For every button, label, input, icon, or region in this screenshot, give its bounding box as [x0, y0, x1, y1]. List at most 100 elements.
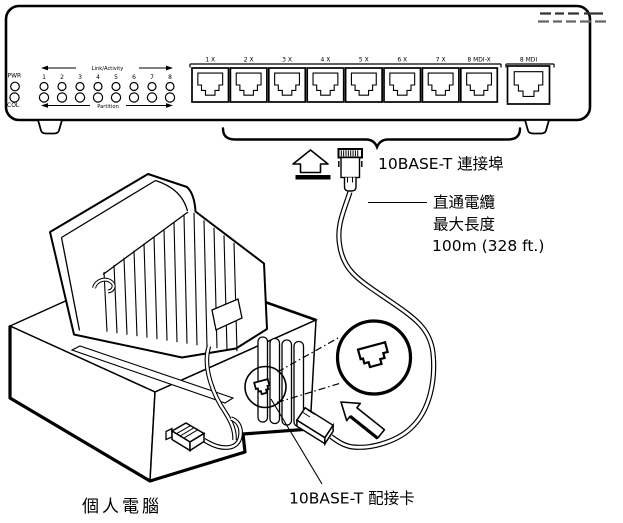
vent-rib: [133, 250, 138, 337]
link-activity-led: [129, 81, 139, 92]
monitor: [49, 173, 268, 359]
vent-rib: [183, 215, 188, 344]
partition-led: [38, 92, 50, 103]
case-top-strip: [70, 345, 235, 404]
partition-led: [128, 92, 140, 103]
partition-led: [56, 92, 68, 103]
link-activity-led: [165, 81, 175, 92]
port-jack-opening: [197, 72, 224, 96]
led-number: 4: [96, 74, 100, 81]
insert-up-arrow-icon: [292, 149, 331, 180]
vent-rib: [163, 229, 168, 341]
led-number: 7: [150, 74, 154, 81]
rj45-port: 7 X: [421, 57, 460, 103]
vent-rib: [223, 235, 228, 350]
rj45-port: 8 MDI-X: [459, 57, 499, 103]
led-number: 6: [132, 74, 136, 81]
link-activity-led: [147, 81, 157, 92]
monitor-hook-cable: [92, 277, 116, 294]
rj45-plug-bottom: [295, 406, 335, 447]
port-jack-opening: [466, 72, 493, 96]
vent-rib: [193, 212, 198, 346]
power-plug: [165, 416, 243, 452]
adapter-leader-line: [270, 398, 323, 485]
vent-rib: [143, 243, 148, 338]
port-label: 1 X: [205, 57, 215, 64]
vent-rib: [203, 220, 208, 347]
port-label: 6 X: [397, 57, 407, 64]
rj45-port: 3 X: [267, 57, 307, 103]
led-number: 1: [42, 74, 46, 81]
col-led: [9, 92, 20, 103]
partition-led: [110, 92, 122, 103]
rj45-jack-icon: [356, 340, 389, 369]
pwr-led-label: PWR: [8, 73, 22, 80]
plug-pins: [340, 150, 359, 157]
monitor-vent-ribs: [103, 212, 238, 352]
rj45-connector-top: [337, 148, 363, 192]
hub-chassis: [4, 4, 592, 122]
cable-annotation-line2: 最大長度: [433, 216, 495, 234]
magnifier-circle: [335, 319, 413, 396]
partition-led: [74, 92, 86, 103]
arrowhead-right-icon: [166, 65, 173, 71]
port-jack-opening: [312, 72, 339, 96]
ports-brace: [221, 127, 522, 151]
utp-cable: [329, 191, 437, 450]
partition-led: [92, 92, 104, 103]
adapter-annotation: 10BASE-T 配接卡: [289, 490, 415, 508]
port-label: 7 X: [436, 57, 446, 64]
rj45-port: 2 X: [229, 57, 268, 103]
port-label: 8 MDI-X: [467, 57, 490, 64]
link-activity-led: [39, 81, 49, 92]
rj45-port: 1 X: [191, 57, 230, 103]
port-jack-opening: [389, 72, 416, 96]
rj45-port: 4 X: [306, 57, 345, 103]
vent-rib: [123, 257, 128, 335]
partition-label: Partition: [97, 104, 119, 110]
vent-rib: [113, 264, 118, 334]
port-jack-opening: [427, 72, 454, 96]
hub-foot-right: [523, 119, 551, 135]
vent-rib: [173, 222, 178, 343]
rj45-port: 5 X: [344, 57, 383, 103]
led-number: 2: [60, 74, 64, 81]
port-highlight-circle: [244, 365, 287, 409]
monitor-edges: [60, 179, 189, 331]
port-recess-line: [189, 63, 502, 68]
link-activity-span: Link/Activity: [41, 65, 173, 72]
pwr-led: [10, 81, 20, 92]
rj45-port: 8 MDI: [506, 57, 551, 105]
port-jack-opening: [350, 72, 377, 96]
partition-span: Partition: [41, 103, 173, 110]
annotations: 10BASE-T 連接埠 直通電纜 最大長度 100m (328 ft.) 10…: [82, 155, 544, 517]
led-number: 8: [168, 74, 172, 81]
insert-arrow-icon: [340, 401, 386, 440]
col-led-label: COL: [7, 102, 20, 109]
vent-rib: [153, 236, 158, 340]
arrowhead-left-icon: [41, 103, 48, 108]
hub-foot-left: [36, 119, 64, 135]
port-jack-opening: [235, 72, 262, 96]
partition-led: [146, 92, 158, 103]
magnifier-tangent-lines: [276, 336, 342, 404]
brand-logo-marks: [538, 12, 606, 23]
port-jack-opening: [274, 72, 301, 96]
port-jack-opening: [513, 71, 544, 97]
adapter-jack-icon: [253, 377, 271, 396]
link-activity-led: [111, 81, 121, 92]
monitor-cord: [204, 345, 237, 441]
pc-annotation: 個人電腦: [82, 497, 162, 517]
cable-annotation-line1: 直通電纜: [433, 193, 496, 212]
port-label: 8 MDI: [520, 57, 538, 64]
vent-rib: [233, 242, 238, 352]
case-outline-bold: [8, 326, 311, 483]
rj45-port: 6 X: [383, 57, 422, 103]
port-label: 4 X: [321, 57, 331, 64]
